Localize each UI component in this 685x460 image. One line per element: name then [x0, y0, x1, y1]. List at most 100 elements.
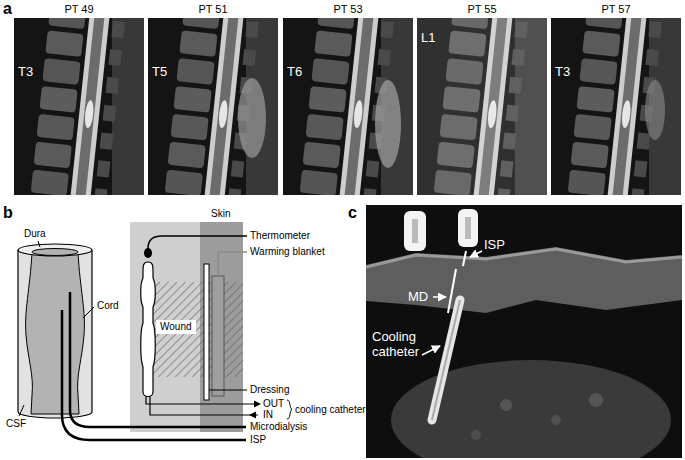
mri-panel: PT 51 T5: [148, 3, 278, 195]
cooling-catheter: [141, 262, 156, 397]
vertebra-level: T6: [287, 65, 302, 80]
tissue-band: [130, 222, 243, 432]
ct-image: [465, 217, 471, 239]
warming-blanket: [212, 276, 224, 396]
mri-image: [238, 78, 266, 158]
text-anchor: PT 49: [14, 3, 144, 16]
callout-label: Cooling catheter: [372, 330, 430, 360]
dura-cylinder: [26, 252, 85, 414]
callout-label: MD: [408, 290, 428, 305]
text-anchor: Cooling catheter: [372, 330, 430, 360]
cooling-catheter: [254, 401, 261, 408]
part-label: CSF: [6, 418, 26, 430]
mri-image: [417, 18, 547, 195]
part-label: Thermometer: [250, 230, 310, 242]
mri-image: [551, 0, 681, 228]
part-label: Cord: [97, 300, 119, 312]
mri-image: [14, 0, 681, 228]
patient-id: PT 55: [417, 3, 547, 16]
text-anchor: c: [348, 204, 357, 222]
thermometer: [144, 248, 152, 258]
leader-line: [19, 405, 24, 416]
ct-image: [366, 249, 682, 267]
cooling-catheter: [249, 412, 256, 419]
probe-line: [62, 310, 246, 440]
cooling-catheter: [287, 400, 292, 419]
ct-image: [551, 415, 561, 425]
text-anchor: PT 51: [148, 3, 278, 16]
probe-line: [62, 292, 246, 440]
text-anchor: T6: [287, 65, 302, 80]
probe-line: [70, 292, 246, 427]
vertebra-level: T3: [555, 65, 570, 80]
dura-cylinder: [18, 250, 92, 418]
text-anchor: Skin: [211, 208, 230, 220]
ct-image: [470, 251, 482, 257]
dura-cylinder: [18, 244, 92, 418]
ct-image: [463, 251, 466, 266]
ct-image: [422, 346, 440, 355]
ct-image: [589, 393, 603, 407]
tissue-band: [152, 282, 243, 377]
ct-image: [412, 219, 418, 243]
text-anchor: T5: [152, 65, 167, 80]
thermometer: [144, 236, 247, 258]
dura-cylinder: [18, 244, 92, 256]
part-label: Microdialysis: [250, 421, 307, 433]
part-label: Skin: [211, 208, 230, 220]
dura-cylinder: [32, 249, 78, 256]
mri-image: [375, 80, 401, 168]
warming-blanket: [212, 252, 247, 396]
text-anchor: Warming blanket: [250, 246, 325, 258]
cooling-catheter: [146, 396, 256, 404]
text-anchor: PT 55: [417, 3, 547, 16]
mri-image: [14, 0, 144, 228]
leader-line: [83, 307, 94, 318]
text-anchor: IN: [263, 409, 273, 421]
part-label: Dressing: [250, 384, 289, 396]
text-anchor: Dura: [24, 228, 46, 240]
patient-id: PT 57: [551, 3, 681, 16]
warming-blanket: [218, 252, 247, 276]
part-label: ISP: [250, 434, 266, 446]
part-label: cooling catheter: [295, 404, 366, 416]
text-anchor: T3: [18, 65, 33, 80]
part-label: Dura: [24, 228, 46, 240]
leader-line: [38, 241, 40, 247]
ct-image: [432, 300, 460, 420]
patient-id: PT 53: [283, 3, 413, 16]
text-anchor: Microdialysis: [250, 421, 307, 433]
dressing: [204, 264, 209, 400]
text-anchor: Thermometer: [250, 230, 310, 242]
text-anchor: PT 53: [283, 3, 413, 16]
mri-image: [645, 80, 665, 140]
patient-id: PT 51: [148, 3, 278, 16]
flow-label: IN: [263, 409, 273, 421]
vertebra-level: L1: [421, 31, 435, 46]
mri-panel: PT 53 T6: [283, 3, 413, 195]
ct-image: [433, 296, 446, 298]
cooling-catheter: [150, 396, 258, 415]
text-anchor: b: [3, 204, 13, 222]
text-anchor: PT 57: [551, 3, 681, 16]
panel-letter: a: [3, 0, 12, 18]
text-anchor: T3: [555, 65, 570, 80]
ct-image: [366, 247, 682, 313]
text-anchor: ISP: [250, 434, 266, 446]
ct-image: [500, 399, 512, 411]
panel-letter: c: [348, 204, 357, 222]
part-label: Warming blanket: [250, 246, 325, 258]
ct-image: [366, 205, 682, 458]
wound-box: Wound: [156, 320, 196, 334]
node-label: Wound: [160, 321, 192, 333]
mri-panel: PT 57 T3: [551, 3, 681, 195]
tissue-band: [130, 222, 243, 432]
patient-id: PT 49: [14, 3, 144, 16]
text-anchor: Dressing: [250, 384, 289, 396]
text-anchor: cooling catheter: [295, 404, 366, 416]
ct-panel: ISPMDCooling catheter: [366, 205, 682, 458]
